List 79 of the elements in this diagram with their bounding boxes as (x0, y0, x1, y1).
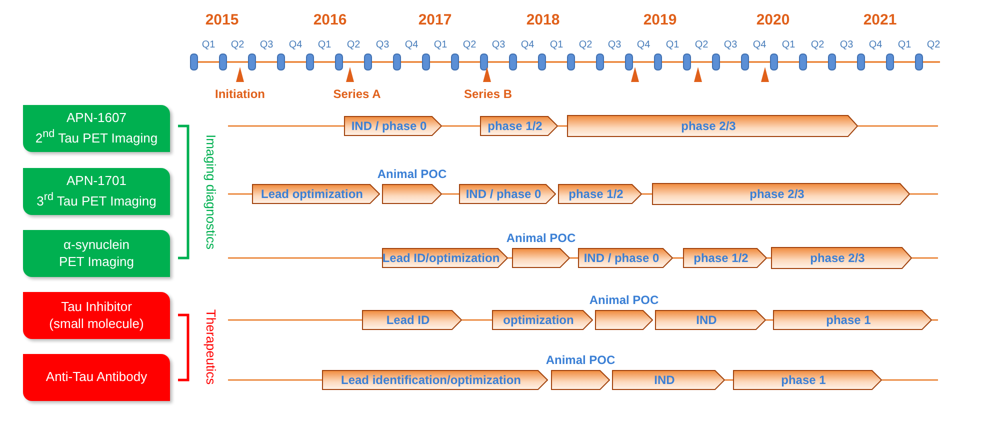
quarter-label: Q1 (666, 40, 680, 50)
track-line (228, 257, 382, 259)
stage-bar: IND / phase 0 (459, 184, 556, 204)
quarter-label: Q4 (288, 40, 302, 50)
program-box: APN-1607 2$^{nd}$ Tau PET Imaging (23, 105, 170, 152)
quarter-label: Q2 (810, 40, 824, 50)
track-line (228, 125, 344, 127)
milestone-label: Series A (333, 87, 381, 101)
track-line (910, 193, 938, 195)
milestone-label: Animal POC (546, 353, 616, 367)
year-label: 2021 (863, 12, 897, 28)
track-line (882, 379, 938, 381)
milestone-label: Animal POC (589, 293, 659, 307)
quarter-label: Q4 (868, 40, 882, 50)
track-line (442, 125, 480, 127)
quarter-label: Q2 (926, 40, 940, 50)
quarter-label: Q4 (404, 40, 418, 50)
stage-bar: IND / phase 0 (578, 248, 673, 268)
quarter-label: Q3 (608, 40, 622, 50)
quarter-label: Q2 (230, 40, 244, 50)
quarter-label: Q3 (376, 40, 390, 50)
track-line (228, 319, 362, 321)
quarter-label: Q1 (550, 40, 564, 50)
milestone-label: Animal POC (506, 231, 576, 245)
quarter-label: Q1 (434, 40, 448, 50)
program-box: α-synuclein PET Imaging (23, 230, 170, 277)
stage-bar: phase 1/2 (480, 116, 558, 136)
quarter-label: Q4 (752, 40, 766, 50)
milestone-label: Series B (464, 87, 512, 101)
program-box: Anti-Tau Antibody (23, 354, 170, 401)
quarter-label: Q3 (260, 40, 274, 50)
quarter-label: Q2 (346, 40, 360, 50)
quarter-label: Q3 (724, 40, 738, 50)
stage-bar: Lead optimization (252, 184, 380, 204)
quarter-label: Q1 (318, 40, 332, 50)
stage-bar: phase 1/2 (683, 248, 767, 268)
stage-bar: IND / phase 0 (344, 116, 442, 136)
track-line (442, 193, 459, 195)
year-label: 2019 (643, 12, 677, 28)
stage-bar: optimization (492, 310, 593, 330)
track-line (228, 379, 322, 381)
quarter-label: Q1 (202, 40, 216, 50)
track-line (673, 257, 683, 259)
track-line (228, 193, 252, 195)
quarter-label: Q1 (782, 40, 796, 50)
quarter-label: Q2 (694, 40, 708, 50)
year-label: 2017 (418, 12, 452, 28)
stage-bar: phase 1/2 (558, 184, 642, 204)
year-label: 2015 (205, 12, 239, 28)
quarter-label: Q4 (520, 40, 534, 50)
stage-bar: IND (655, 310, 766, 330)
stage-bar: phase 1 (733, 370, 882, 390)
milestone-label: Initiation (215, 87, 265, 101)
quarter-label: Q2 (578, 40, 592, 50)
stage-bar: Lead ID/optimization (382, 248, 508, 268)
track-line (642, 193, 652, 195)
program-box: Tau Inhibitor (small molecule) (23, 292, 170, 339)
track-line (912, 257, 938, 259)
year-label: 2020 (756, 12, 790, 28)
stage-bar: IND (612, 370, 725, 390)
milestone-label: Animal POC (377, 167, 447, 181)
quarter-label: Q4 (636, 40, 650, 50)
group-label: Imaging diagnostics (204, 134, 218, 250)
program-box: APN-1701 3$^{rd}$ Tau PET Imaging (23, 168, 170, 215)
stage-bar: phase 1 (773, 310, 932, 330)
quarter-label: Q3 (492, 40, 506, 50)
stage-bar: phase 2/3 (652, 183, 910, 205)
quarter-label: Q1 (898, 40, 912, 50)
year-label: 2016 (313, 12, 347, 28)
stage-bar: phase 2/3 (567, 115, 858, 137)
stage-bar: phase 2/3 (771, 247, 912, 269)
track-line (462, 319, 492, 321)
quarter-label: Q3 (840, 40, 854, 50)
stage-bar: Lead identification/optimization (322, 370, 548, 390)
stage-bar: Lead ID (362, 310, 462, 330)
group-label: Therapeutics (204, 309, 218, 385)
quarter-label: Q2 (462, 40, 476, 50)
year-label: 2018 (526, 12, 560, 28)
track-line (858, 125, 938, 127)
